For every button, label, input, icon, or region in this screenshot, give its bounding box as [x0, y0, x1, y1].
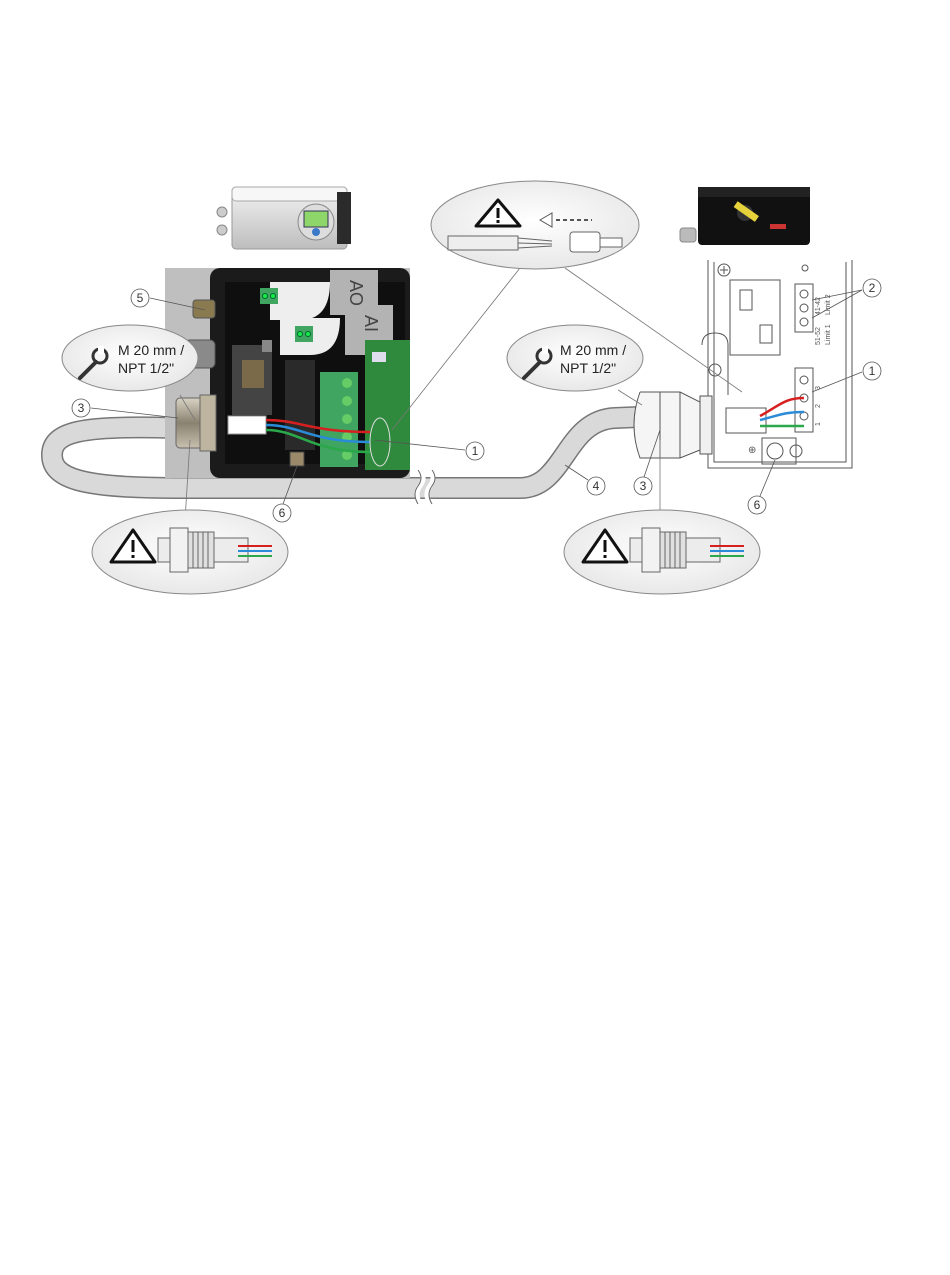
thread-size-line2: NPT 1/2": [560, 360, 616, 376]
positioner-device-photo: [217, 187, 351, 249]
positioner-open-housing: AO AI: [165, 268, 410, 478]
svg-text:1: 1: [815, 422, 822, 426]
limit-switch-housing-drawing: ⊕: [634, 260, 852, 468]
terminal-block-left: [320, 372, 358, 467]
svg-text:Limit 1: Limit 1: [825, 324, 832, 345]
callout-6-left-label: 6: [279, 506, 286, 520]
ao-label: AO: [346, 280, 366, 306]
ground-screw-left: [290, 452, 304, 466]
callout-1-right-label: 1: [869, 364, 876, 378]
ferrule-instruction-bubble: [392, 181, 742, 430]
limit-switch-device-photo: [680, 187, 810, 245]
callout-6-right-label: 6: [754, 498, 761, 512]
callout-5-label: 5: [137, 291, 144, 305]
svg-text:⊕: ⊕: [748, 445, 756, 456]
thread-size-line2: NPT 1/2": [118, 360, 174, 376]
callout-3-right-label: 3: [640, 479, 647, 493]
thread-size-line1: M 20 mm /: [560, 342, 626, 358]
callout-2-label: 2: [869, 281, 876, 295]
callout-1-left-label: 1: [472, 444, 479, 458]
callout-4-label: 4: [593, 479, 600, 493]
svg-text:2: 2: [815, 404, 822, 408]
thread-size-bubble-right: M 20 mm / NPT 1/2": [507, 325, 643, 405]
gland-warning-bubble-right: [564, 440, 760, 594]
ai-label: AI: [361, 315, 381, 332]
svg-text:41-42: 41-42: [815, 297, 822, 315]
terminal-labels-right: 41-42 Limit 2 51-52 Limit 1 3 2 1: [815, 294, 832, 426]
callout-3-left-label: 3: [78, 401, 85, 415]
svg-text:51-52: 51-52: [815, 327, 822, 345]
display-screen: [304, 211, 328, 227]
thread-size-line1: M 20 mm /: [118, 342, 184, 358]
